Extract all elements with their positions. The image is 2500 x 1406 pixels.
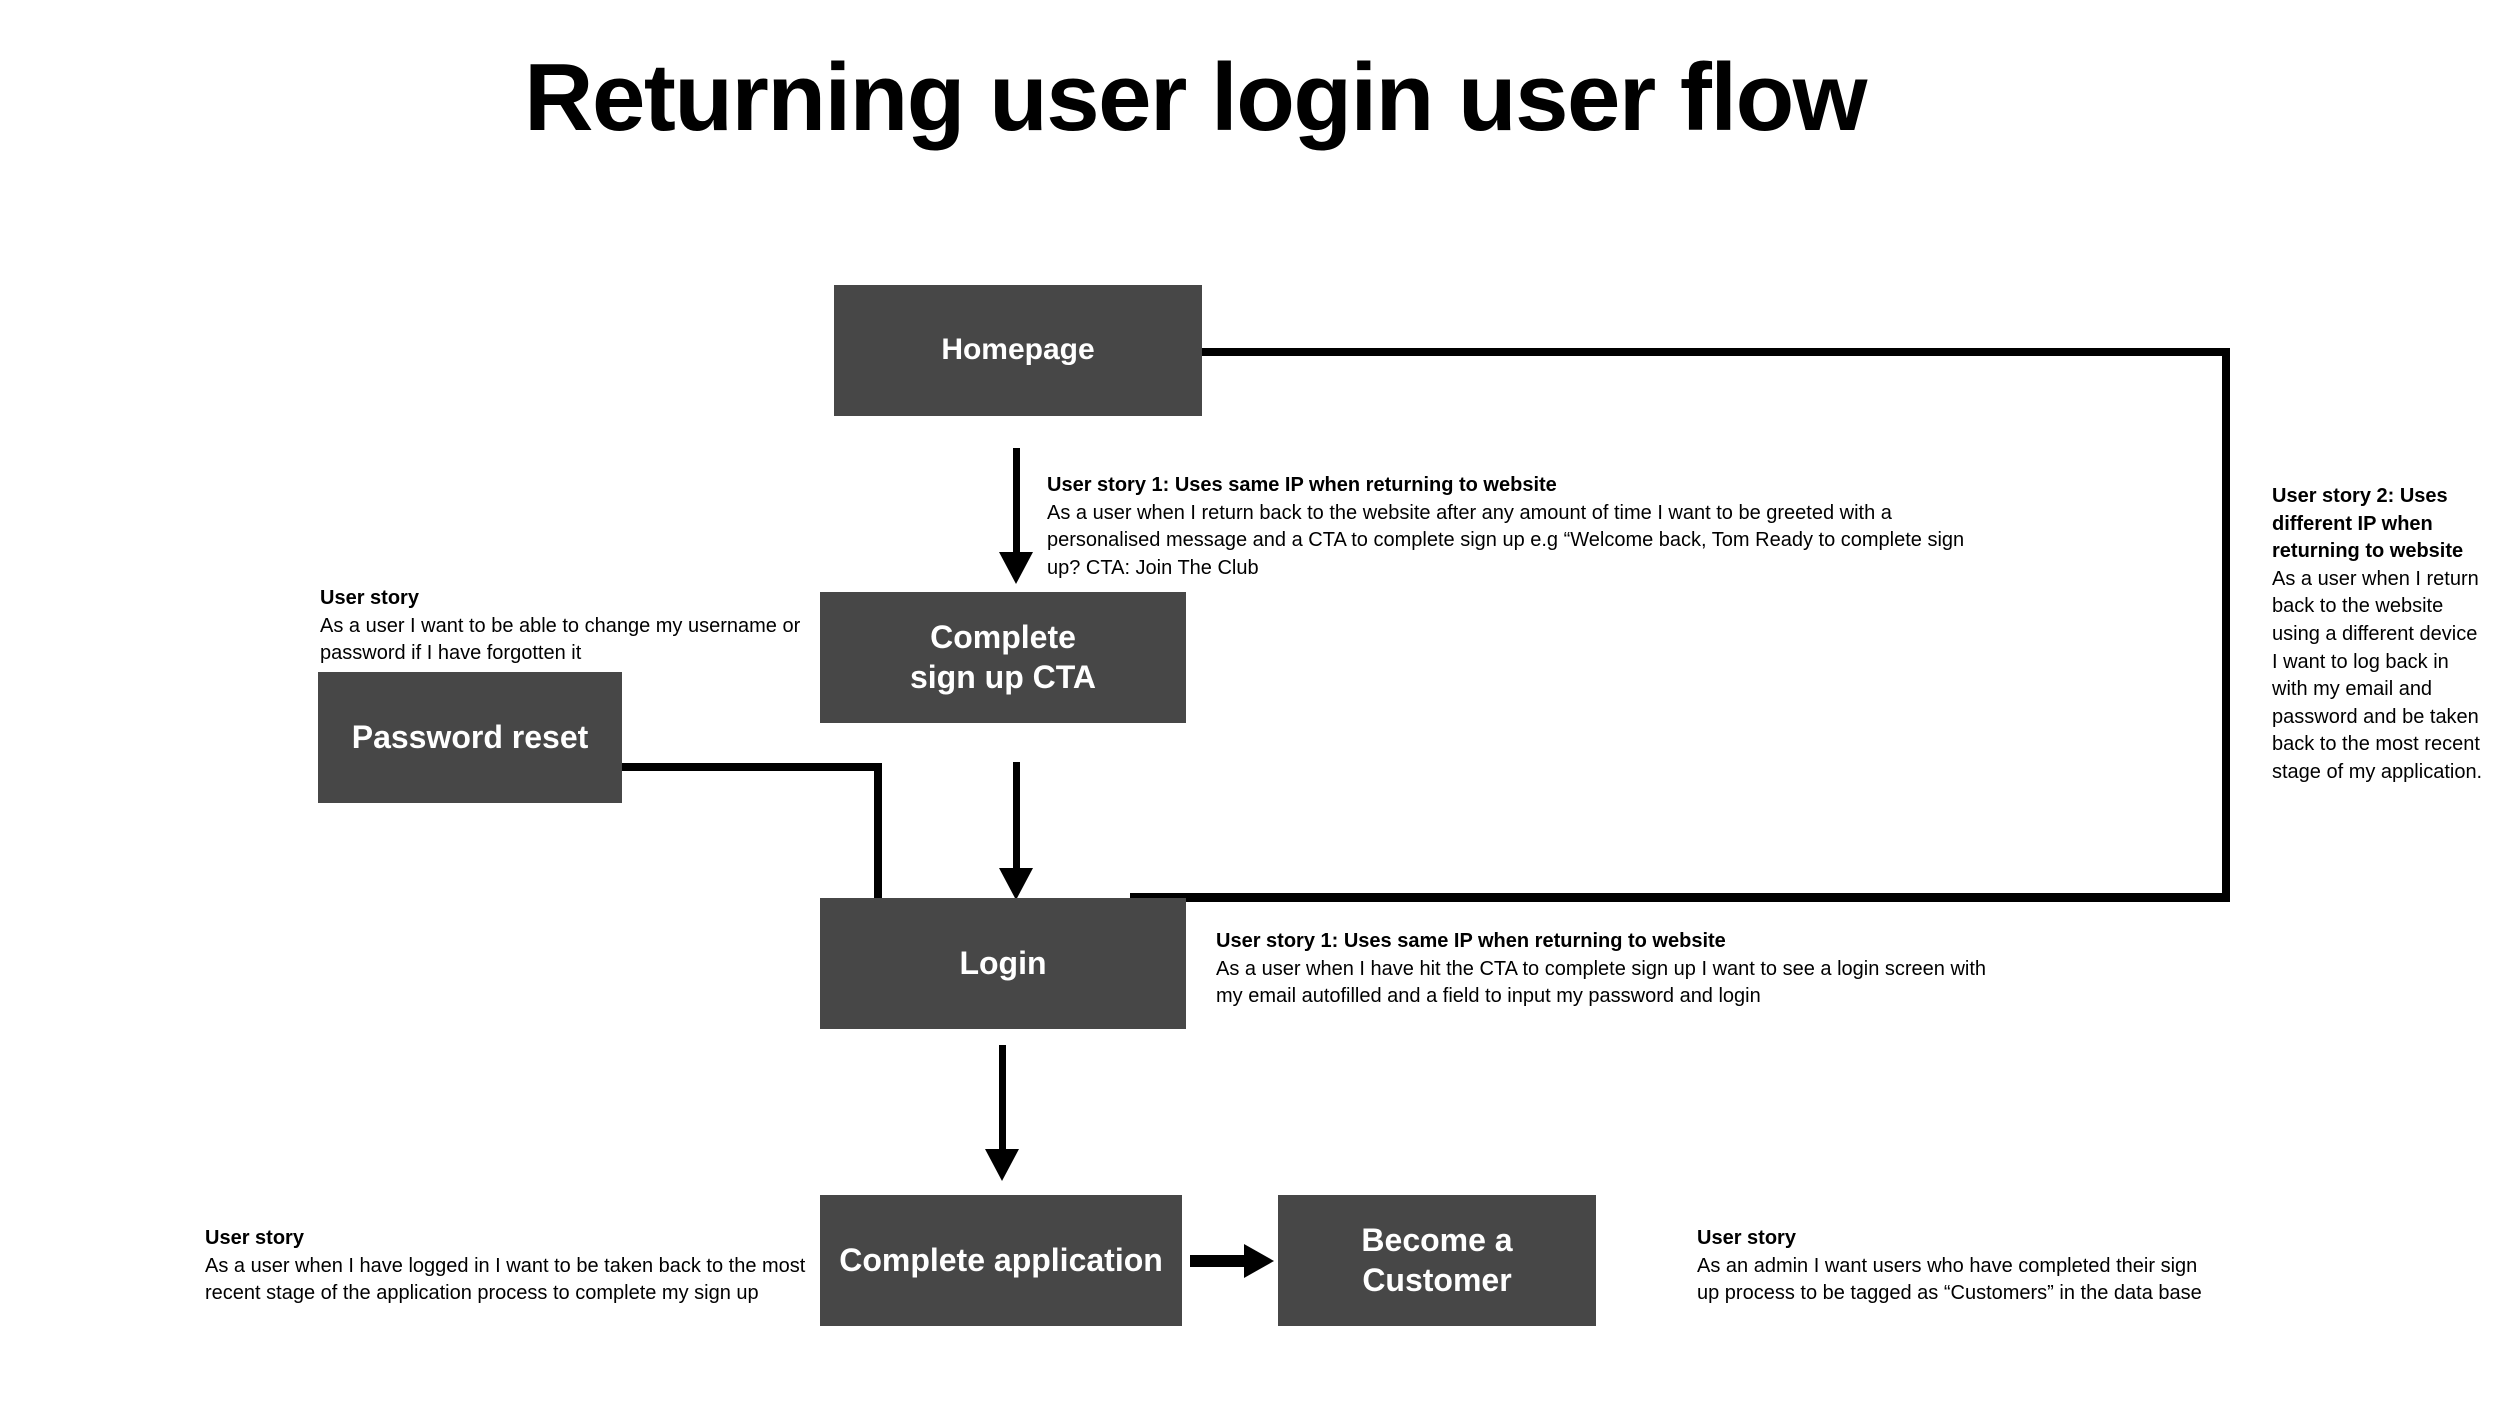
- node-complete-application-label: Complete application: [839, 1241, 1163, 1278]
- annotation-title: User story: [205, 1227, 304, 1249]
- annotation-title: User story 2: Uses different IP when ret…: [2272, 485, 2464, 563]
- annotation-title: User story 1: Uses same IP when returnin…: [1047, 474, 1557, 496]
- node-password-reset[interactable]: Password reset: [318, 672, 622, 803]
- connector-homepage-to-login-vertical-right: [2222, 348, 2230, 901]
- node-homepage-label: Homepage: [941, 333, 1095, 367]
- annotation-body: As a user when I return back to the webs…: [1047, 501, 1965, 579]
- node-password-reset-label: Password reset: [351, 718, 589, 755]
- annotation-body: As an admin I want users who have comple…: [1697, 1254, 2202, 1305]
- page-title: Returning user login user flow: [524, 44, 1867, 151]
- node-login-label: Login: [959, 944, 1047, 981]
- arrow-homepage-to-cta: [999, 448, 1033, 584]
- arrow-login-to-complete-application: [985, 1045, 1019, 1181]
- node-complete-sign-up-cta-label: Complete sign up CTA: [909, 619, 1097, 695]
- annotation-user-story-1-homepage: User story 1: Uses same IP when returnin…: [1047, 472, 1987, 582]
- node-become-a-customer-label: Become a Customer: [1361, 1222, 1513, 1298]
- annotation-body: As a user I want to be able to change my…: [320, 614, 801, 665]
- annotation-user-story-become-customer: User story As an admin I want users who …: [1697, 1225, 2217, 1308]
- annotation-title: User story: [320, 587, 419, 609]
- node-homepage[interactable]: Homepage: [834, 285, 1202, 416]
- node-complete-application[interactable]: Complete application: [820, 1195, 1182, 1326]
- arrow-complete-application-to-become-customer: [1190, 1244, 1274, 1278]
- arrow-cta-to-login: [999, 762, 1033, 900]
- annotation-title: User story: [1697, 1227, 1796, 1249]
- node-complete-sign-up-cta[interactable]: Complete sign up CTA: [820, 592, 1186, 723]
- connector-homepage-to-login-horizontal-bottom: [1130, 893, 2230, 902]
- annotation-title: User story 1: Uses same IP when returnin…: [1216, 930, 1726, 952]
- node-become-a-customer[interactable]: Become a Customer: [1278, 1195, 1596, 1326]
- annotation-user-story-2-different-ip: User story 2: Uses different IP when ret…: [2272, 483, 2487, 787]
- annotation-body: As a user when I have logged in I want t…: [205, 1254, 806, 1305]
- connector-homepage-to-login-horizontal-top: [1196, 348, 2230, 356]
- annotation-user-story-1-login: User story 1: Uses same IP when returnin…: [1216, 928, 2016, 1011]
- annotation-user-story-password-reset: User story As a user I want to be able t…: [320, 585, 840, 668]
- annotation-body: As a user when I have hit the CTA to com…: [1216, 957, 1987, 1008]
- annotation-body: As a user when I return back to the webs…: [2272, 567, 2483, 783]
- node-login[interactable]: Login: [820, 898, 1186, 1029]
- annotation-user-story-complete-application: User story As a user when I have logged …: [205, 1225, 845, 1308]
- connector-password-reset-to-login-vertical: [874, 763, 882, 902]
- connector-password-reset-to-login-horizontal: [620, 763, 882, 771]
